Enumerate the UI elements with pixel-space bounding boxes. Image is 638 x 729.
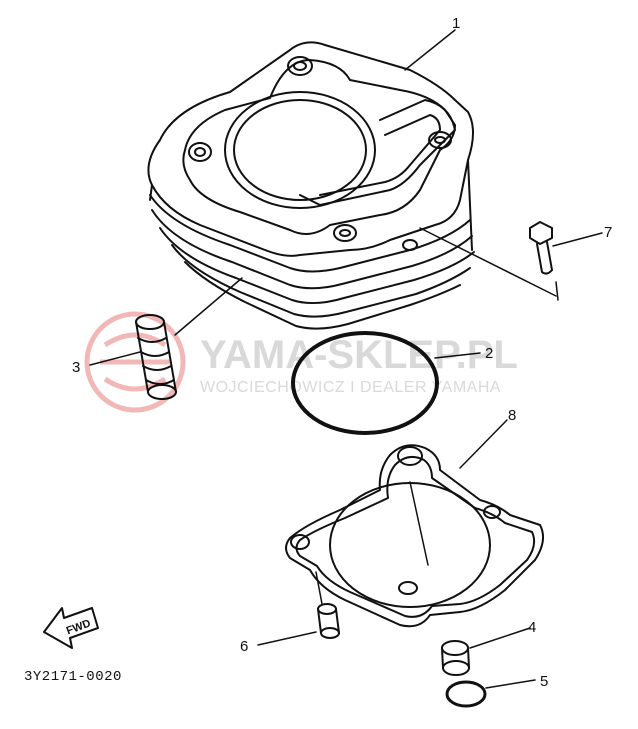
callout-3: 3: [72, 359, 80, 376]
o-ring-part: [291, 331, 439, 435]
callout-7: 7: [604, 224, 612, 241]
callout-5: 5: [540, 673, 548, 690]
dowel-pin-part: [317, 603, 340, 639]
callout-1: 1: [452, 15, 460, 32]
gasket-part: [285, 444, 545, 628]
callout-8: 8: [508, 407, 516, 424]
callout-2: 2: [485, 345, 493, 362]
callout-numbers: 1 2 3 4 5 6 7 8: [72, 15, 612, 690]
callout-6: 6: [240, 638, 248, 655]
dowel-part: [441, 640, 470, 676]
cylinder-part: [147, 41, 475, 330]
watermark-tagline: WOJCIECHOWICZ I DEALER YAMAHA: [200, 379, 501, 396]
callout-4: 4: [528, 619, 536, 636]
diagram-code: 3Y2171-0020: [24, 669, 122, 685]
leader-lines: [89, 29, 603, 689]
stud-part: [135, 314, 177, 400]
bolt-part: [529, 221, 553, 275]
small-o-ring-part: [445, 680, 487, 708]
watermark: YAMA-SKLEP.PL WOJCIECHOWICZ I DEALER YAM…: [84, 311, 518, 413]
watermark-brand: YAMA-SKLEP.PL: [200, 333, 518, 377]
fwd-arrow-icon: FWD: [43, 607, 99, 649]
